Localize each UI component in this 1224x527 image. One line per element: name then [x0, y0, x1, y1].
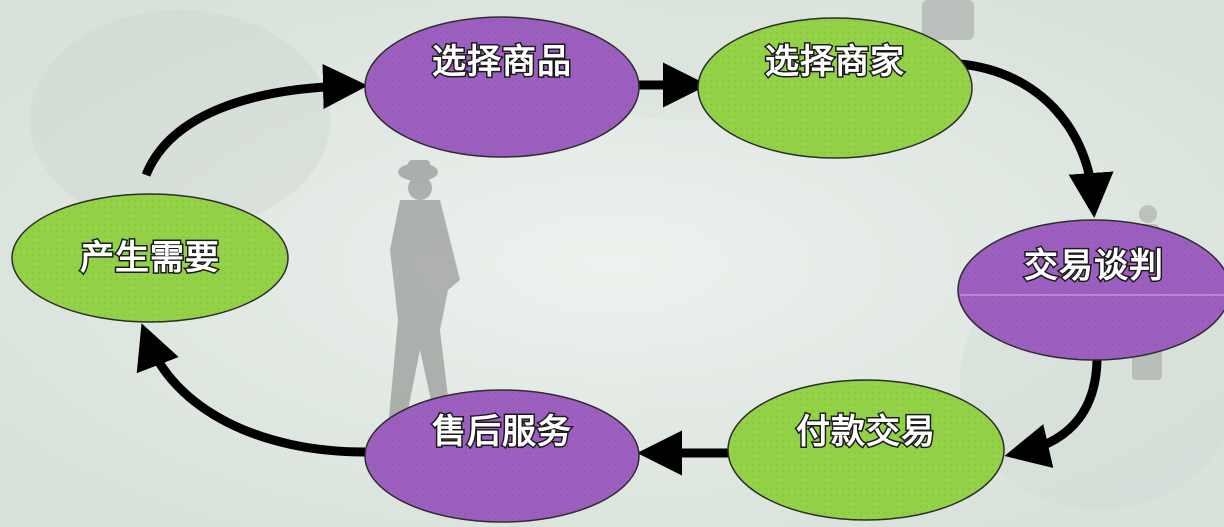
arrow-negotiate-to-payment — [1004, 359, 1102, 468]
top-figure-silhouette — [922, 0, 974, 40]
arrow-need-to-select-product — [141, 64, 368, 177]
node-need: 产生需要 — [11, 193, 289, 323]
flow-arrows — [136, 59, 1114, 476]
node-label-negotiate: 交易谈判 — [1024, 246, 1164, 286]
arrow-after-sale-to-need — [136, 323, 366, 457]
node-label-select-product: 选择商品 — [432, 42, 572, 82]
node-after-sale: 售后服务 — [364, 389, 640, 523]
node-label-select-merchant: 选择商家 — [765, 42, 905, 82]
node-select-product: 选择商品 — [364, 16, 640, 158]
node-select-merchant: 选择商家 — [697, 17, 973, 159]
arrow-select-merchant-to-negotiate — [959, 59, 1114, 218]
node-label-after-sale: 售后服务 — [432, 412, 572, 452]
node-payment: 付款交易 — [727, 379, 1005, 521]
node-label-payment: 付款交易 — [796, 412, 936, 452]
node-negotiate: 交易谈判 — [957, 219, 1224, 361]
node-label-need: 产生需要 — [80, 238, 220, 278]
walking-figure-silhouette — [388, 160, 460, 432]
